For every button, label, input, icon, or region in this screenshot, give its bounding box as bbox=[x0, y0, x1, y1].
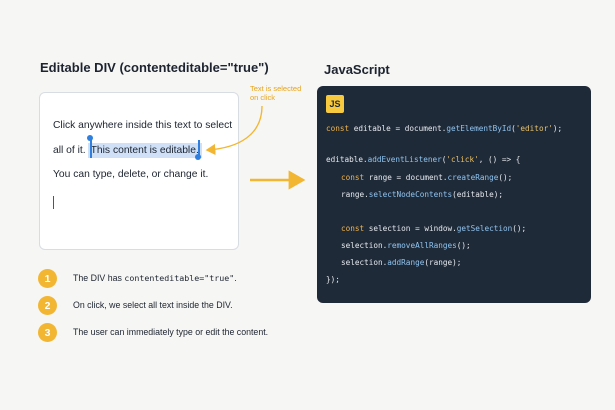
selected-text: This content is editable. bbox=[87, 143, 202, 158]
code-token: ); bbox=[552, 124, 563, 133]
code-line-3: const range = document.createRange(); bbox=[341, 173, 512, 182]
code-line-5: const selection = window.getSelection(); bbox=[341, 224, 526, 233]
code-line-6: selection.removeAllRanges(); bbox=[341, 241, 471, 250]
selection-end-handle[interactable] bbox=[195, 154, 201, 160]
code-token: getElementById bbox=[446, 124, 512, 133]
code-token: (); bbox=[498, 173, 513, 182]
step-text-prefix: The DIV has bbox=[73, 273, 125, 283]
editor-line-2: all of it.This content is editable. bbox=[53, 143, 202, 158]
code-token: const bbox=[326, 124, 350, 133]
editable-div[interactable]: Click anywhere inside this text to selec… bbox=[39, 92, 239, 250]
code-panel: JS const editable = document.getElementB… bbox=[317, 86, 591, 303]
step-text: The user can immediately type or edit th… bbox=[73, 327, 269, 337]
text-caret bbox=[53, 196, 54, 209]
code-token: selection = window. bbox=[364, 224, 457, 233]
code-token: range. bbox=[341, 190, 369, 199]
code-token: selection. bbox=[341, 241, 388, 250]
step-code: contenteditable="true" bbox=[124, 273, 235, 283]
step-number: 3 bbox=[38, 323, 57, 342]
editor-line-1: Click anywhere inside this text to selec… bbox=[53, 120, 233, 131]
code-token: selectNodeContents bbox=[368, 190, 453, 199]
selection-start-handle[interactable] bbox=[87, 135, 93, 141]
editor-plain-text: all of it. bbox=[53, 145, 86, 156]
code-token: getSelection bbox=[456, 224, 513, 233]
code-token: (); bbox=[512, 224, 527, 233]
step-text: The DIV has contenteditable="true". bbox=[73, 273, 237, 283]
code-line-8: }); bbox=[326, 275, 340, 284]
code-token: addEventListener bbox=[367, 155, 442, 164]
code-line-1: const editable = document.getElementById… bbox=[326, 124, 562, 133]
javascript-title: JavaScript bbox=[324, 62, 390, 77]
annotation-curve-arrow bbox=[205, 105, 263, 156]
code-line-7: selection.addRange(range); bbox=[341, 258, 461, 267]
step-number: 1 bbox=[38, 269, 57, 288]
step-number: 2 bbox=[38, 296, 57, 315]
code-token: (editable); bbox=[452, 190, 504, 199]
code-token: }); bbox=[326, 275, 340, 284]
code-line-4: range.selectNodeContents(editable); bbox=[341, 190, 503, 199]
code-token: createRange bbox=[447, 173, 499, 182]
code-token: , () => { bbox=[478, 155, 521, 164]
step-text-suffix: . bbox=[234, 273, 237, 283]
editable-div-title: Editable DIV (contenteditable="true") bbox=[40, 60, 269, 75]
code-token: selection. bbox=[341, 258, 388, 267]
code-token: editable = document. bbox=[349, 124, 447, 133]
code-token: 'click' bbox=[446, 155, 479, 164]
step-text: On click, we select all text inside the … bbox=[73, 300, 233, 310]
code-token: editable. bbox=[326, 155, 368, 164]
code-token: addRange bbox=[387, 258, 425, 267]
selection-annotation: Text is selected on click bbox=[250, 84, 302, 102]
code-token: const bbox=[341, 224, 365, 233]
code-token: removeAllRanges bbox=[387, 241, 457, 250]
editor-line-3: You can type, delete, or change it. bbox=[53, 169, 209, 180]
code-token: (); bbox=[456, 241, 471, 250]
code-token: (range); bbox=[424, 258, 462, 267]
code-token: ( bbox=[511, 124, 516, 133]
code-token: ( bbox=[441, 155, 447, 164]
selection-end-handle-stem bbox=[198, 140, 200, 158]
code-line-2: editable.addEventListener('click', () =>… bbox=[326, 155, 520, 164]
code-token: 'editor' bbox=[515, 124, 553, 133]
code-token: const bbox=[341, 173, 365, 182]
selection-start-handle-stem bbox=[90, 140, 92, 158]
code-token: range = document. bbox=[364, 173, 448, 182]
js-badge-icon: JS bbox=[326, 95, 344, 113]
